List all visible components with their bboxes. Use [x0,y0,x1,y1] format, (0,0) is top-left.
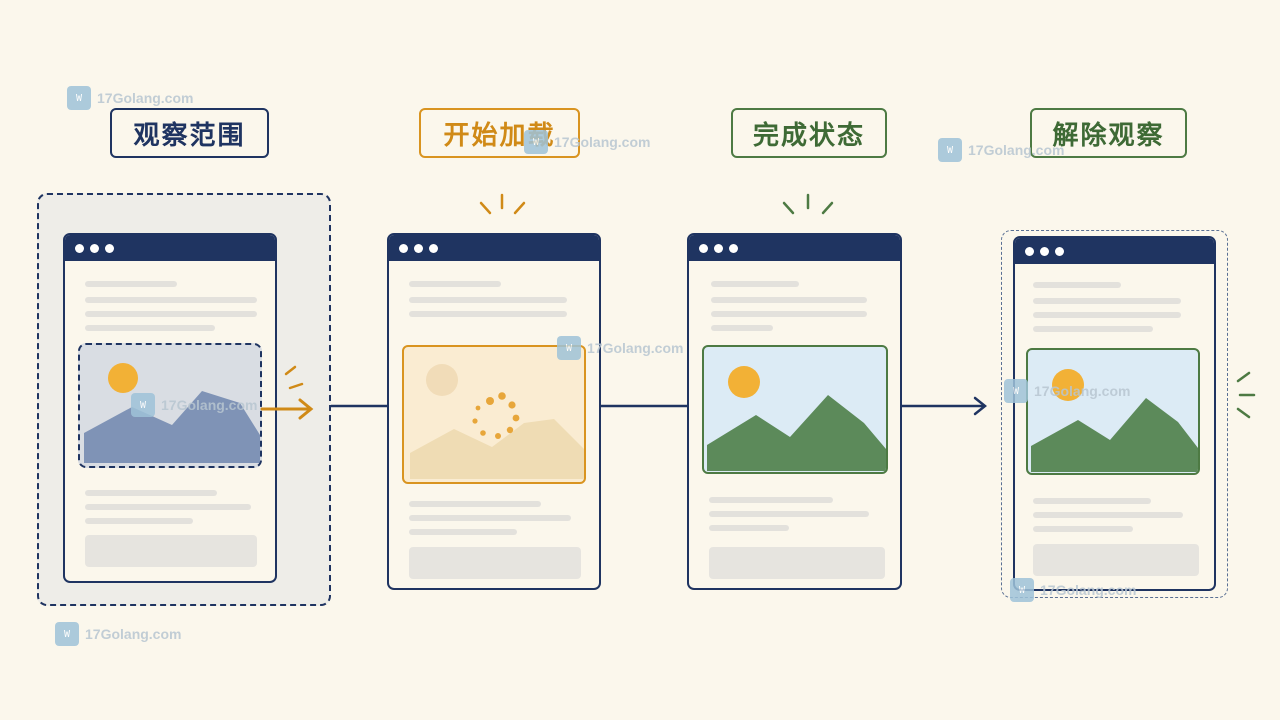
watermark-logo-icon: W [524,130,548,154]
burst-lines-icon [284,365,304,390]
image-unobserved [1026,348,1200,475]
text-line [1033,512,1183,518]
image-observed [78,343,262,468]
text-line [1033,326,1153,332]
stage-label-loading: 开始加载 [419,108,580,158]
text-line [1033,298,1181,304]
text-line [85,311,257,317]
text-line [1033,282,1121,288]
sun-icon [1052,369,1084,401]
text-line [409,311,567,317]
watermark: W 17Golang.com [55,622,181,646]
browser-dots-icon [689,235,900,261]
mountain-icon [84,363,260,463]
watermark: W 17Golang.com [557,336,683,360]
image-loading [402,345,586,484]
text-line [85,518,193,524]
sun-icon [108,363,138,393]
text-line [85,297,257,303]
text-line [709,497,833,503]
watermark: W 17Golang.com [938,138,1064,162]
text-line [85,325,215,331]
text-line [409,501,541,507]
watermark-logo-icon: W [131,393,155,417]
sun-icon [426,364,458,396]
mountain-icon [707,395,886,471]
burst-lines-icon [1236,371,1256,419]
burst-lines-icon [782,193,834,215]
text-line [709,511,869,517]
text-line [409,297,567,303]
text-line [711,297,867,303]
browser-window-observe [63,233,277,583]
watermark-logo-icon: W [67,86,91,110]
arrow-right-icon [900,396,988,416]
content-block [409,547,581,579]
mountain-icon [410,419,584,479]
watermark: W 17Golang.com [1010,578,1136,602]
watermark: W 17Golang.com [67,86,193,110]
text-line [85,281,177,287]
arrow-right-icon [260,398,314,420]
stage-label-observe: 观察范围 [110,108,269,158]
text-line [711,281,799,287]
content-block [1033,544,1199,576]
text-line [709,525,789,531]
mountain-icon [1031,398,1198,472]
watermark-logo-icon: W [55,622,79,646]
content-block [85,535,257,567]
content-block [709,547,885,579]
sun-icon [728,366,760,398]
text-line [85,504,251,510]
stage-label-complete: 完成状态 [731,108,887,158]
browser-dots-icon [389,235,599,261]
text-line [1033,526,1133,532]
watermark-logo-icon: W [557,336,581,360]
watermark-logo-icon: W [1004,379,1028,403]
image-complete [702,345,888,474]
stage-label-unobserve: 解除观察 [1030,108,1187,158]
watermark: W 17Golang.com [131,393,257,417]
watermark-logo-icon: W [938,138,962,162]
text-line [409,281,501,287]
text-line [1033,312,1181,318]
text-line [711,325,773,331]
burst-lines-icon [479,193,526,215]
text-line [409,515,571,521]
unobserve-region [1001,230,1228,598]
watermark: W 17Golang.com [524,130,650,154]
browser-dots-icon [1015,238,1214,264]
text-line [409,529,517,535]
watermark: W 17Golang.com [1004,379,1130,403]
watermark-logo-icon: W [1010,578,1034,602]
text-line [85,490,217,496]
text-line [711,311,867,317]
loading-spinner-icon [472,392,520,439]
browser-dots-icon [65,235,275,261]
text-line [1033,498,1151,504]
